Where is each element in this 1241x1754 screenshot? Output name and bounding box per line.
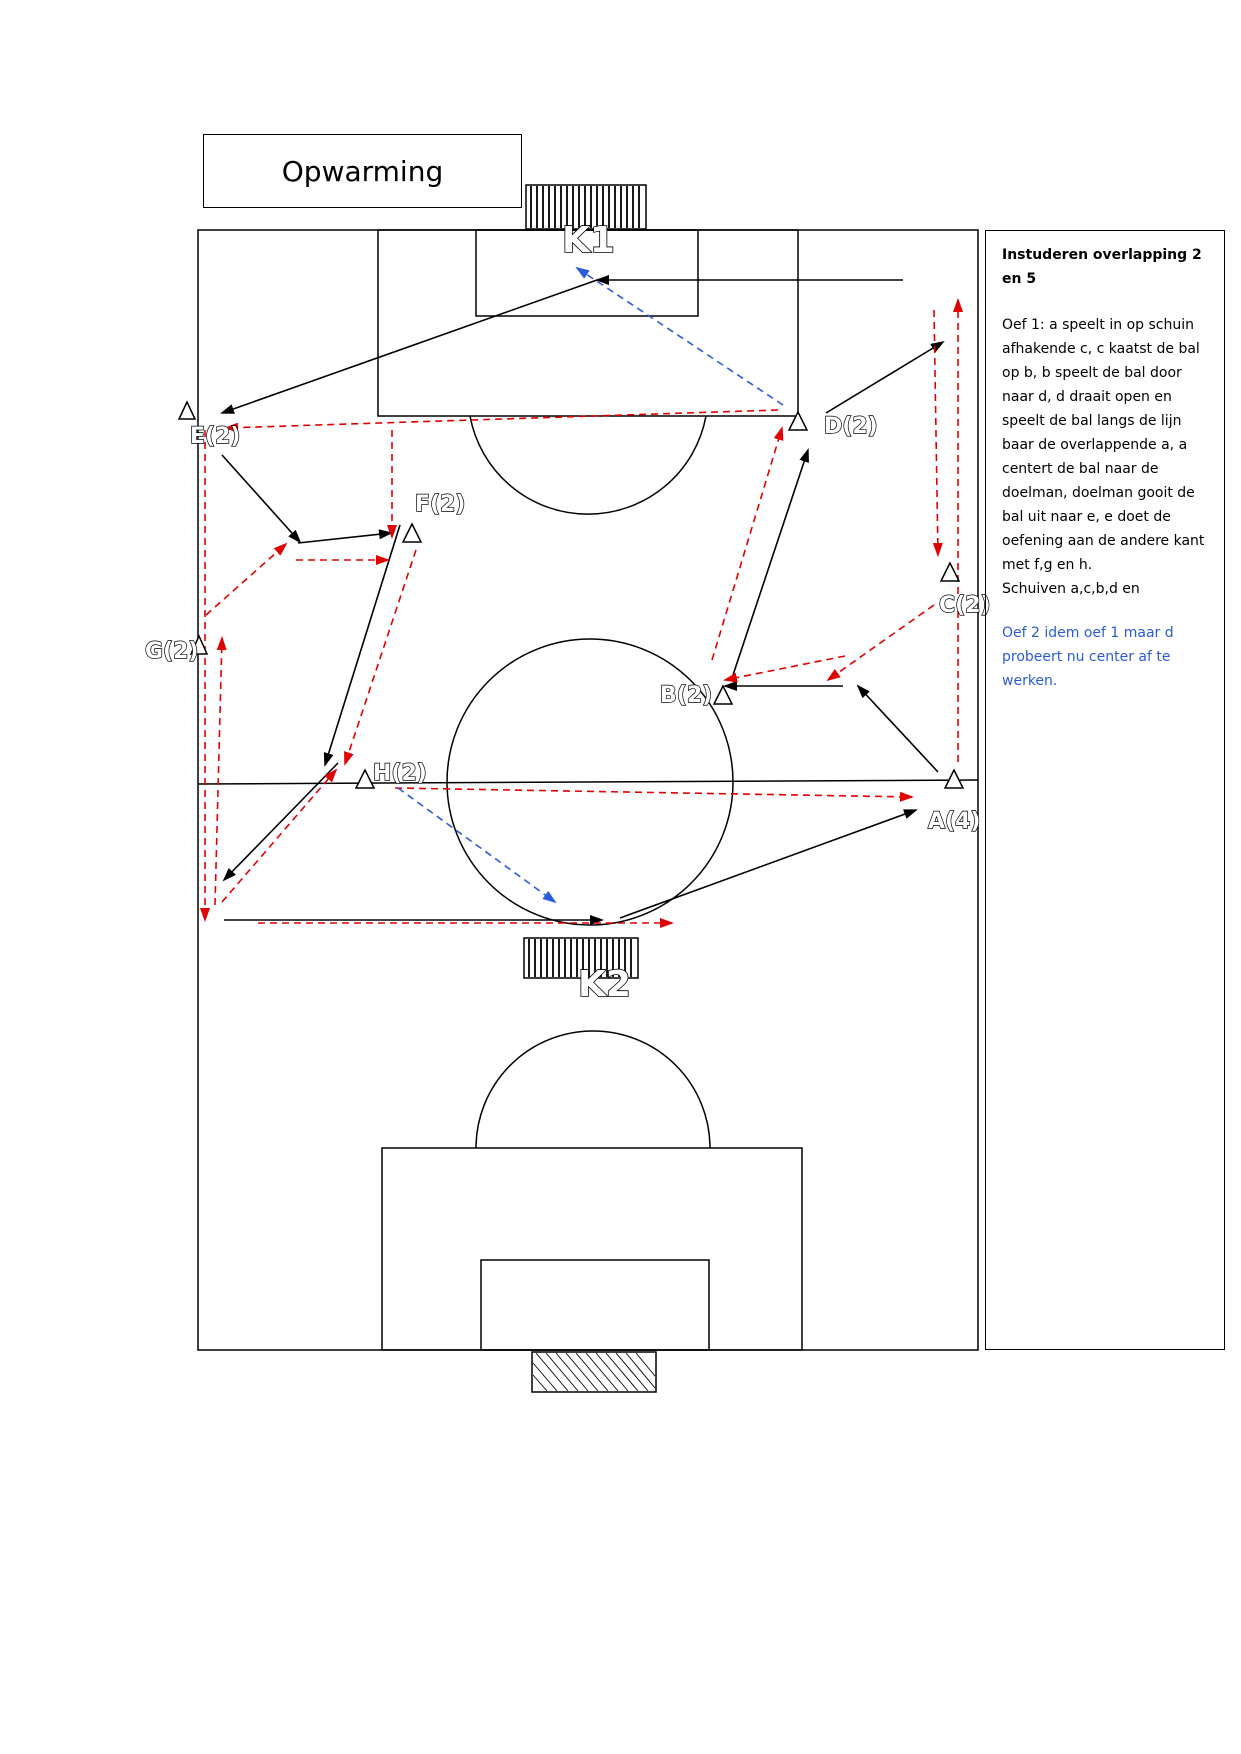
schuiven-text: Schuiven a,c,b,d en [1002, 581, 1140, 597]
top-goal-area [475, 229, 699, 317]
player-d-triangle-icon [787, 410, 809, 431]
bottom-penalty-arc [475, 1030, 711, 1149]
run-arrow [932, 309, 943, 557]
pass-arrow [619, 809, 918, 919]
player-f-triangle-icon [401, 522, 423, 543]
player-a-triangle-icon [943, 768, 965, 789]
run-arrow [394, 787, 914, 802]
run-arrow [711, 426, 784, 661]
player-e-label: E(2) [190, 424, 240, 449]
halfway-line [197, 779, 979, 785]
player-g-triangle-icon [189, 634, 209, 655]
pass-arrow [323, 524, 401, 767]
run-arrows [200, 298, 963, 928]
player-f-label: F(2) [415, 492, 465, 517]
run-arrow [344, 549, 417, 766]
player-h-triangle-icon [354, 768, 376, 789]
player-h-label: H(2) [373, 761, 427, 786]
run-arrow [826, 604, 935, 682]
bottom-goal-icon [531, 1351, 657, 1393]
pass-arrow [297, 529, 393, 544]
pitch [197, 229, 979, 1351]
pass-arrow [222, 762, 339, 882]
player-d-label: D(2) [824, 414, 878, 439]
pass-arrows [220, 275, 945, 925]
player-c-triangle-icon [939, 561, 961, 582]
top-penalty-arc [469, 415, 707, 515]
run-arrow [214, 636, 227, 906]
run-arrow [224, 409, 779, 433]
oef1-text: Oef 1: a speelt in op schuin afhakende c… [1002, 317, 1205, 573]
pass-arrow [220, 279, 598, 414]
oef2-arrow [575, 266, 784, 406]
run-arrow [205, 542, 288, 616]
player-b-label: B(2) [660, 683, 712, 708]
bottom-goal-area [480, 1259, 710, 1351]
pitch-boundary [197, 229, 979, 1351]
pass-arrow [856, 684, 939, 773]
goalkeeper-k2-label: K2 [578, 964, 631, 1005]
pass-arrow [825, 340, 945, 414]
player-g-label: G(2) [145, 639, 198, 664]
player-c-label: C(2) [939, 593, 991, 618]
player-a-label: A(4) [928, 809, 980, 834]
center-circle [446, 638, 734, 926]
instructions-panel: Instuderen overlapping 2 en 5 Oef 1: a s… [985, 230, 1225, 1350]
oef2-arrows [397, 266, 784, 904]
middle-goal-icon [523, 937, 639, 979]
pass-arrow [221, 454, 302, 544]
player-e-triangle-icon [177, 400, 197, 420]
player-b-triangle-icon [712, 684, 734, 705]
page-title: Opwarming [203, 134, 522, 208]
oef2-arrow [397, 787, 557, 904]
pass-arrow [732, 448, 809, 676]
bottom-penalty-box [381, 1147, 803, 1351]
goalkeeper-k1-label: K1 [562, 220, 615, 261]
run-arrow [723, 655, 846, 683]
top-goal-icon [525, 184, 647, 230]
players [177, 400, 965, 789]
run-arrow [221, 768, 338, 903]
panel-heading: Instuderen overlapping 2 en 5 [1002, 247, 1202, 287]
oef2-text: Oef 2 idem oef 1 maar d probeert nu cent… [1002, 625, 1174, 689]
